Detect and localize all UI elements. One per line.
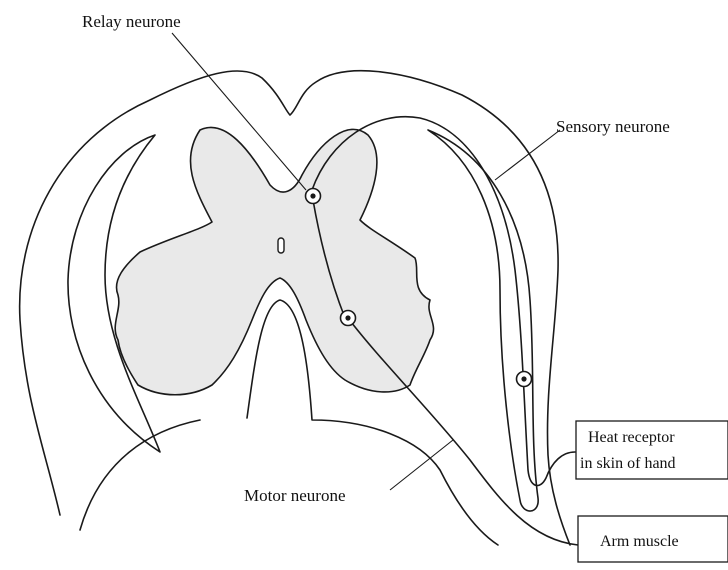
heat-receptor-line1: Heat receptor	[588, 429, 675, 446]
relay-cell-body	[306, 189, 321, 204]
arm-muscle-box: Arm muscle	[578, 516, 728, 562]
heat-receptor-box: Heat receptor in skin of hand	[576, 421, 728, 479]
central-canal	[278, 238, 284, 253]
sensory-cell-body	[517, 372, 532, 387]
heat-receptor-line2: in skin of hand	[580, 455, 676, 472]
relay-neurone-label: Relay neurone	[82, 12, 181, 31]
arm-muscle-label: Arm muscle	[600, 533, 679, 550]
spinal-cord-outline	[20, 71, 570, 545]
grey-matter	[115, 127, 433, 394]
motor-cell-body	[341, 311, 356, 326]
right-white-matter-tract	[428, 130, 538, 511]
sensory-neurone-label: Sensory neurone	[556, 117, 670, 136]
motor-neurone-label: Motor neurone	[244, 486, 346, 505]
motor-leader-line	[390, 440, 453, 490]
sensory-leader-line	[495, 130, 560, 180]
